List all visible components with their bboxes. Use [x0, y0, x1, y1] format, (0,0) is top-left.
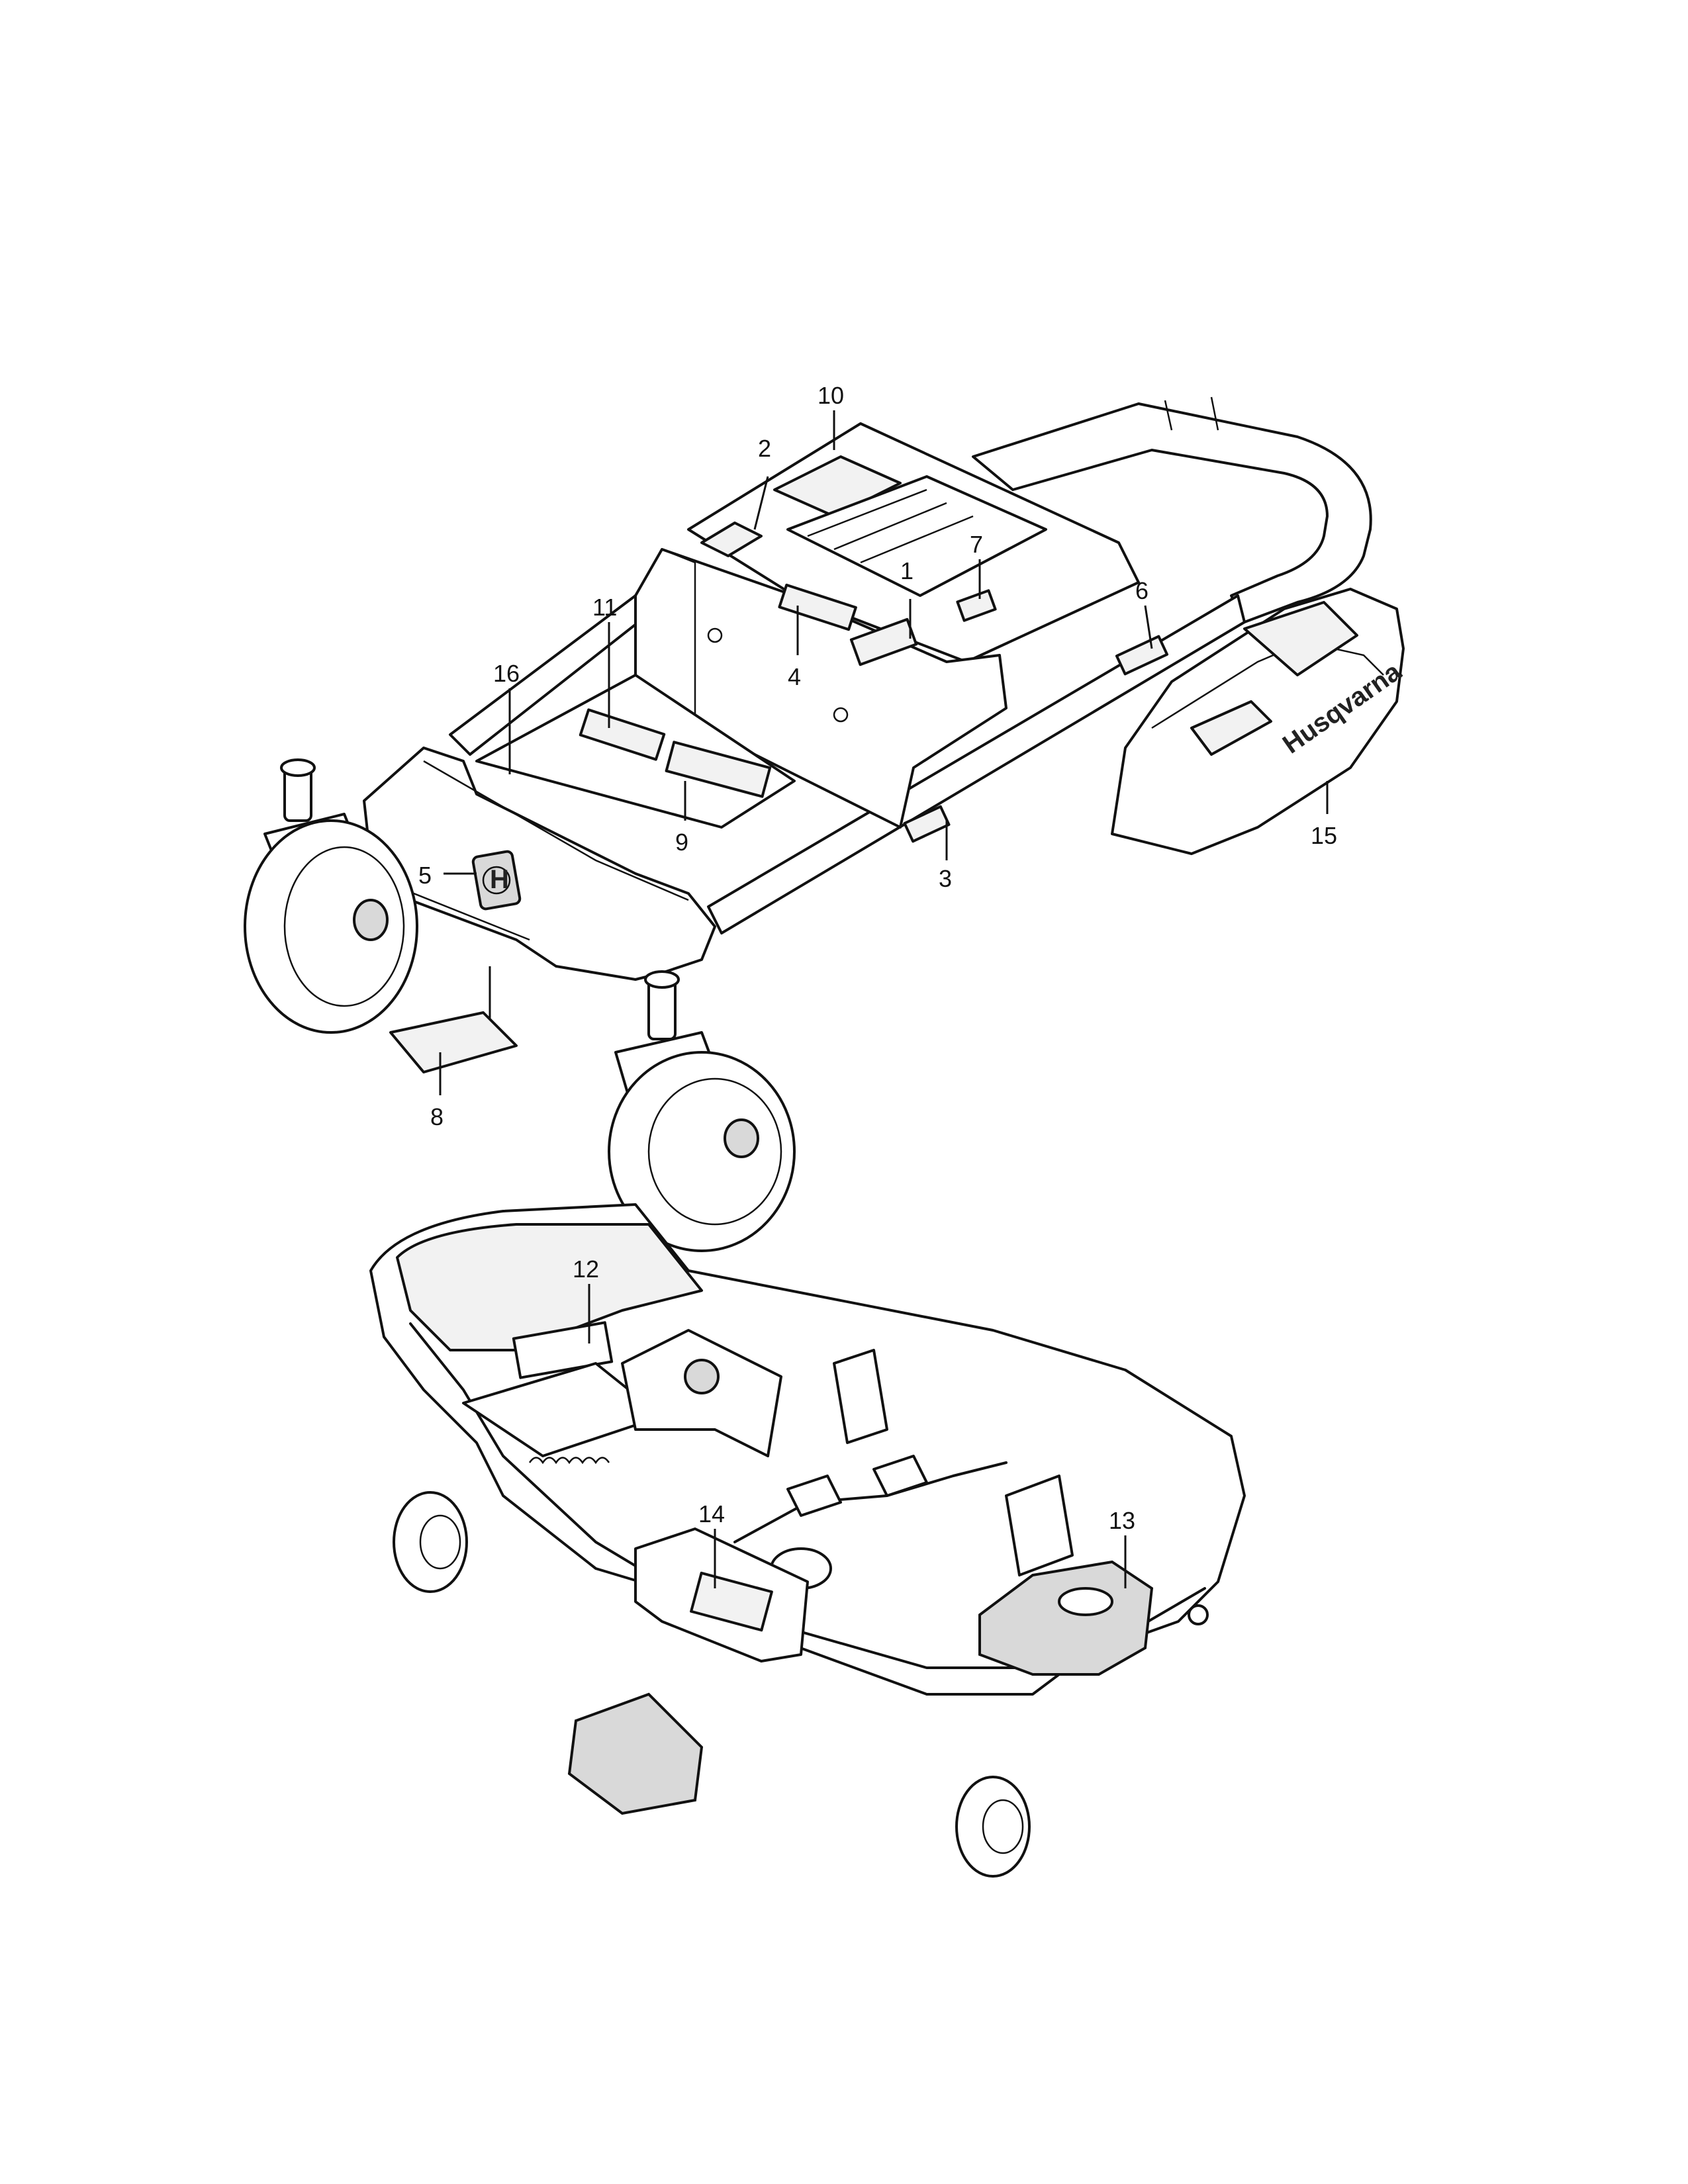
callout-9: 9	[675, 829, 688, 856]
callout-3: 3	[939, 865, 952, 892]
callout-5: 5	[418, 862, 432, 889]
callout-14: 14	[698, 1500, 725, 1527]
callout-12: 12	[573, 1255, 599, 1283]
husqvarna-logo-badge: H	[471, 850, 522, 911]
callout-2: 2	[758, 435, 771, 462]
callout-13: 13	[1109, 1507, 1135, 1534]
callout-4: 4	[788, 663, 801, 690]
decal-6	[1115, 635, 1169, 676]
front-left-caster	[244, 758, 418, 1034]
front-roller	[567, 1692, 704, 1815]
decal-4	[778, 583, 857, 631]
svg-text:H: H	[490, 865, 509, 894]
seat-pan	[786, 475, 1047, 597]
tension-spring	[528, 1457, 610, 1465]
front-left-wheel	[244, 819, 418, 1034]
decal-14	[690, 1571, 773, 1632]
mower-deck-assembly	[369, 1203, 1246, 1878]
callout-1: 1	[900, 557, 914, 584]
decal-9	[665, 741, 772, 798]
callout-16: 16	[493, 660, 520, 687]
rear-handle-bar	[972, 402, 1372, 623]
front-right-caster	[608, 970, 796, 1252]
decal-8	[389, 1011, 518, 1073]
callout-6: 6	[1135, 577, 1149, 604]
deck-wheel-left	[393, 1491, 468, 1593]
decal-7	[956, 589, 997, 622]
decal-12	[512, 1321, 614, 1379]
callout-15: 15	[1311, 822, 1337, 849]
callout-10: 10	[818, 382, 844, 409]
callout-11: 11	[592, 594, 617, 621]
deck-wheel-right	[955, 1776, 1031, 1878]
front-right-wheel	[608, 1051, 796, 1252]
callout-8: 8	[430, 1103, 444, 1130]
callout-leaders	[439, 410, 1329, 1588]
callout-7: 7	[970, 531, 983, 558]
chassis-assembly: H	[244, 396, 1407, 1252]
spindle-cover-13	[978, 1560, 1154, 1676]
decal-3	[903, 805, 951, 843]
callout-labels: 1 2 3 4 5 6 7 8 9 10 11 12 13 14 15 16	[418, 382, 1337, 1534]
decal-1	[849, 617, 918, 666]
discharge-shield	[396, 1223, 703, 1351]
spindle-left	[684, 1359, 720, 1394]
front-bumper	[363, 747, 716, 981]
rear-fender-15: Husqvarna	[1111, 588, 1407, 855]
frame-right-rail	[707, 594, 1246, 934]
decal-11	[579, 708, 666, 761]
